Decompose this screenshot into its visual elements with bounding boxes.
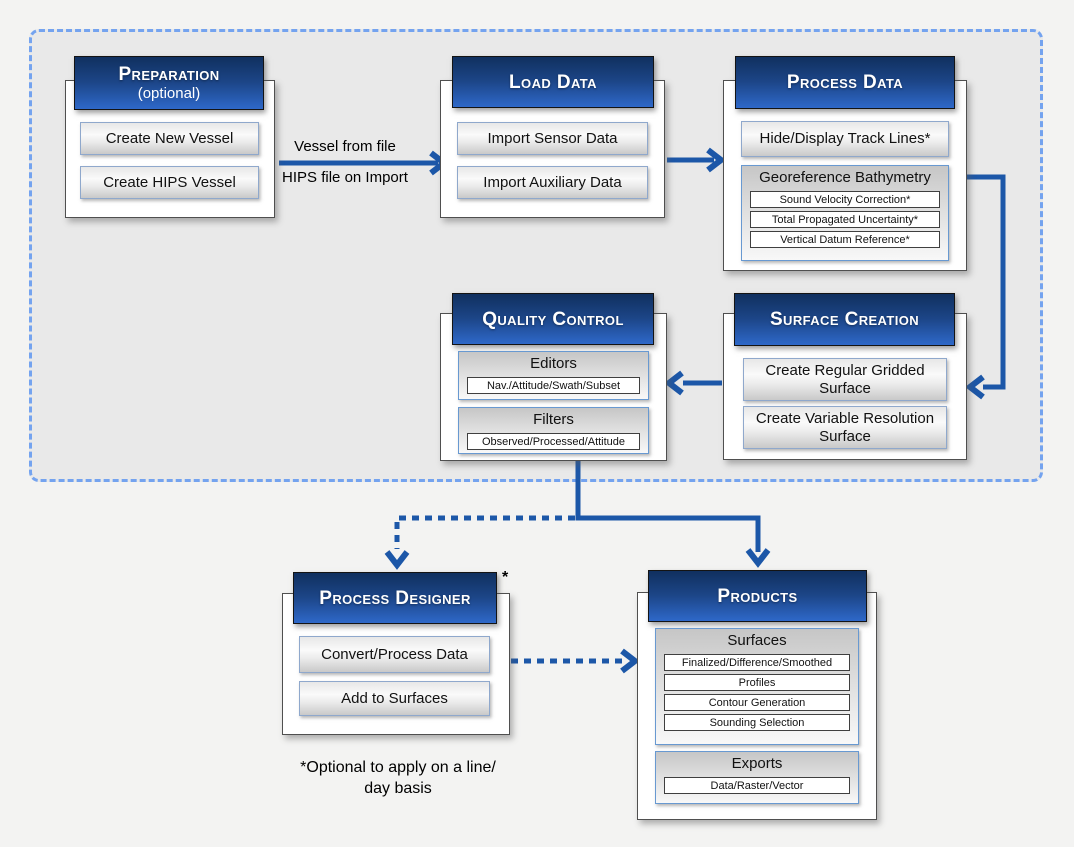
editors-group: Editors Nav./Attitude/Swath/Subset <box>458 351 649 400</box>
quality-control-title: Quality Control <box>482 308 624 330</box>
profiles-item: Profiles <box>664 674 850 691</box>
create-new-vessel-item: Create New Vessel <box>80 122 259 155</box>
sounding-selection-item: Sounding Selection <box>664 714 850 731</box>
connector-process-to-surface-line <box>967 174 1006 390</box>
load-data-header: Load Data <box>452 56 654 108</box>
import-sensor-data-item: Import Sensor Data <box>457 122 648 155</box>
create-hips-vessel-item: Create HIPS Vessel <box>80 166 259 199</box>
footnote-line-1: *Optional to apply on a line/ <box>300 759 496 776</box>
products-header: Products <box>648 570 867 622</box>
products-title: Products <box>717 585 798 607</box>
exports-title: Exports <box>731 755 783 772</box>
connector-quality-to-designer-dotted-line <box>394 515 575 549</box>
hide-display-track-lines-item: Hide/Display Track Lines* <box>741 121 949 157</box>
arrow-designer-to-products-head <box>620 648 640 674</box>
surfaces-group: Surfaces Finalized/Difference/Smoothed P… <box>655 628 859 745</box>
connector-quality-to-designer-head <box>384 550 410 570</box>
exports-group: Exports Data/Raster/Vector <box>655 751 859 804</box>
connector-quality-to-products-line <box>575 459 761 552</box>
editors-title: Editors <box>530 355 577 372</box>
contour-generation-item: Contour Generation <box>664 694 850 711</box>
process-data-title: Process Data <box>786 72 904 93</box>
create-regular-gridded-surface-item: Create Regular Gridded Surface <box>743 358 947 401</box>
vertical-datum-reference-item: Vertical Datum Reference* <box>750 231 940 248</box>
load-data-title: Load Data <box>509 71 597 93</box>
edge-label-hips-file-on-import: HIPS file on Import <box>282 169 408 186</box>
process-data-header: Process Data <box>735 56 955 109</box>
finalized-difference-smoothed-item: Finalized/Difference/Smoothed <box>664 654 850 671</box>
surfaces-title: Surfaces <box>727 632 787 649</box>
filters-group: Filters Observed/Processed/Attitude <box>458 407 649 454</box>
arrow-load-to-process-head <box>706 147 726 173</box>
filters-title: Filters <box>533 411 574 428</box>
observed-processed-attitude-item: Observed/Processed/Attitude <box>467 433 640 450</box>
data-raster-vector-item: Data/Raster/Vector <box>664 777 850 794</box>
preparation-subtitle: (optional) <box>137 85 201 102</box>
connector-process-to-surface-head <box>965 374 985 400</box>
surface-creation-header: Surface Creation <box>734 293 955 346</box>
quality-control-header: Quality Control <box>452 293 654 345</box>
sound-velocity-correction-item: Sound Velocity Correction* <box>750 191 940 208</box>
footnote: *Optional to apply on a line/ day basis <box>278 757 518 799</box>
edge-label-vessel-from-file: Vessel from file <box>294 138 396 155</box>
georeference-bathymetry-title: Georeference Bathymetry <box>759 169 931 186</box>
process-designer-asterisk: * <box>502 569 509 586</box>
preparation-header: Preparation (optional) <box>74 56 264 110</box>
process-designer-title: Process Designer <box>319 587 471 609</box>
connector-quality-to-products-head <box>745 548 771 568</box>
surface-creation-title: Surface Creation <box>769 309 920 330</box>
total-propagated-uncertainty-item: Total Propagated Uncertainty* <box>750 211 940 228</box>
arrow-surface-to-quality-head <box>664 370 684 396</box>
import-auxiliary-data-item: Import Auxiliary Data <box>457 166 648 199</box>
process-designer-header: Process Designer <box>293 572 497 624</box>
add-to-surfaces-item: Add to Surfaces <box>299 681 490 716</box>
nav-attitude-swath-subset-item: Nav./Attitude/Swath/Subset <box>467 377 640 394</box>
create-variable-resolution-surface-item: Create Variable Resolution Surface <box>743 406 947 449</box>
georeference-bathymetry-group: Georeference Bathymetry Sound Velocity C… <box>741 165 949 261</box>
footnote-line-2: day basis <box>364 780 432 797</box>
convert-process-data-item: Convert/Process Data <box>299 636 490 673</box>
preparation-title: Preparation <box>118 64 220 85</box>
